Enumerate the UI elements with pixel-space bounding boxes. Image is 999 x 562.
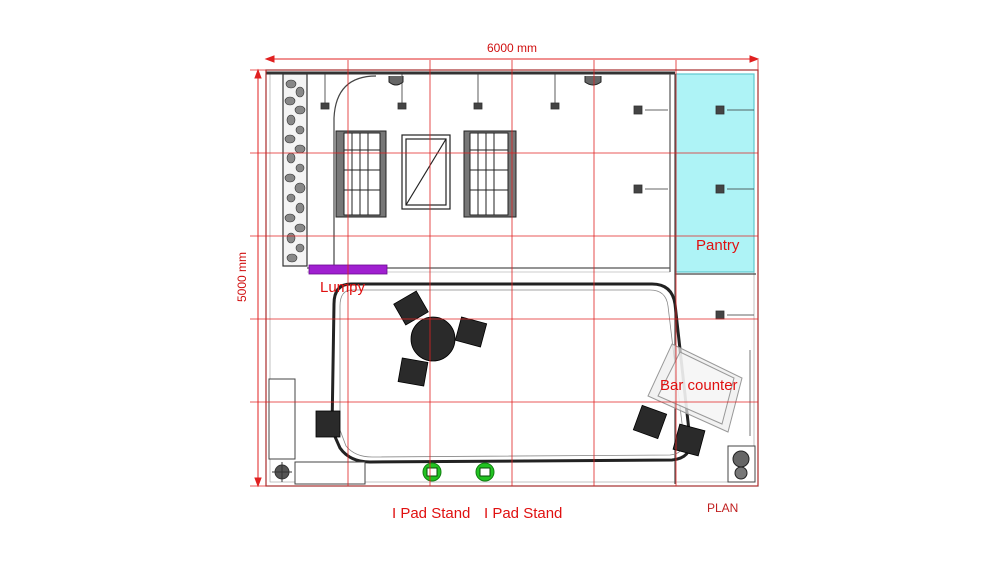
front-chairs xyxy=(315,404,706,457)
width-dimension-label: 6000 mm xyxy=(487,41,538,55)
platform-outline-inner xyxy=(339,289,685,458)
platform-outline xyxy=(330,282,692,464)
dimension-width xyxy=(264,55,760,63)
bar-counter xyxy=(647,343,743,433)
ipad-stand-label-1: I Pad Stand xyxy=(392,505,471,522)
hook-1 xyxy=(388,76,404,86)
display-case-center xyxy=(401,134,451,210)
depth-dimension-label: 5000 mm xyxy=(235,251,250,303)
stone-pattern xyxy=(284,79,306,263)
ipad-stand-2 xyxy=(475,462,495,482)
plant-left xyxy=(272,462,292,482)
display-case-right xyxy=(463,130,517,218)
dimension-depth xyxy=(254,68,262,488)
planning-grid xyxy=(250,60,759,487)
display-case-left xyxy=(335,130,387,218)
pantry-glass xyxy=(675,73,755,273)
front-cabinet xyxy=(268,378,296,460)
round-table-set xyxy=(393,290,488,387)
ipad-stand-label-2: I Pad Stand xyxy=(484,505,563,522)
back-room-wall xyxy=(333,75,377,266)
ipad-stand-1 xyxy=(422,462,442,482)
hook-2 xyxy=(584,76,602,86)
lumpy-label: Lumpy xyxy=(320,279,366,296)
plant-right xyxy=(727,445,756,483)
bar-counter-label: Bar counter xyxy=(660,377,738,394)
wall-lamps xyxy=(320,74,754,320)
pantry-label: Pantry xyxy=(696,237,740,254)
plan-label: PLAN xyxy=(707,501,739,515)
front-step xyxy=(294,461,366,485)
